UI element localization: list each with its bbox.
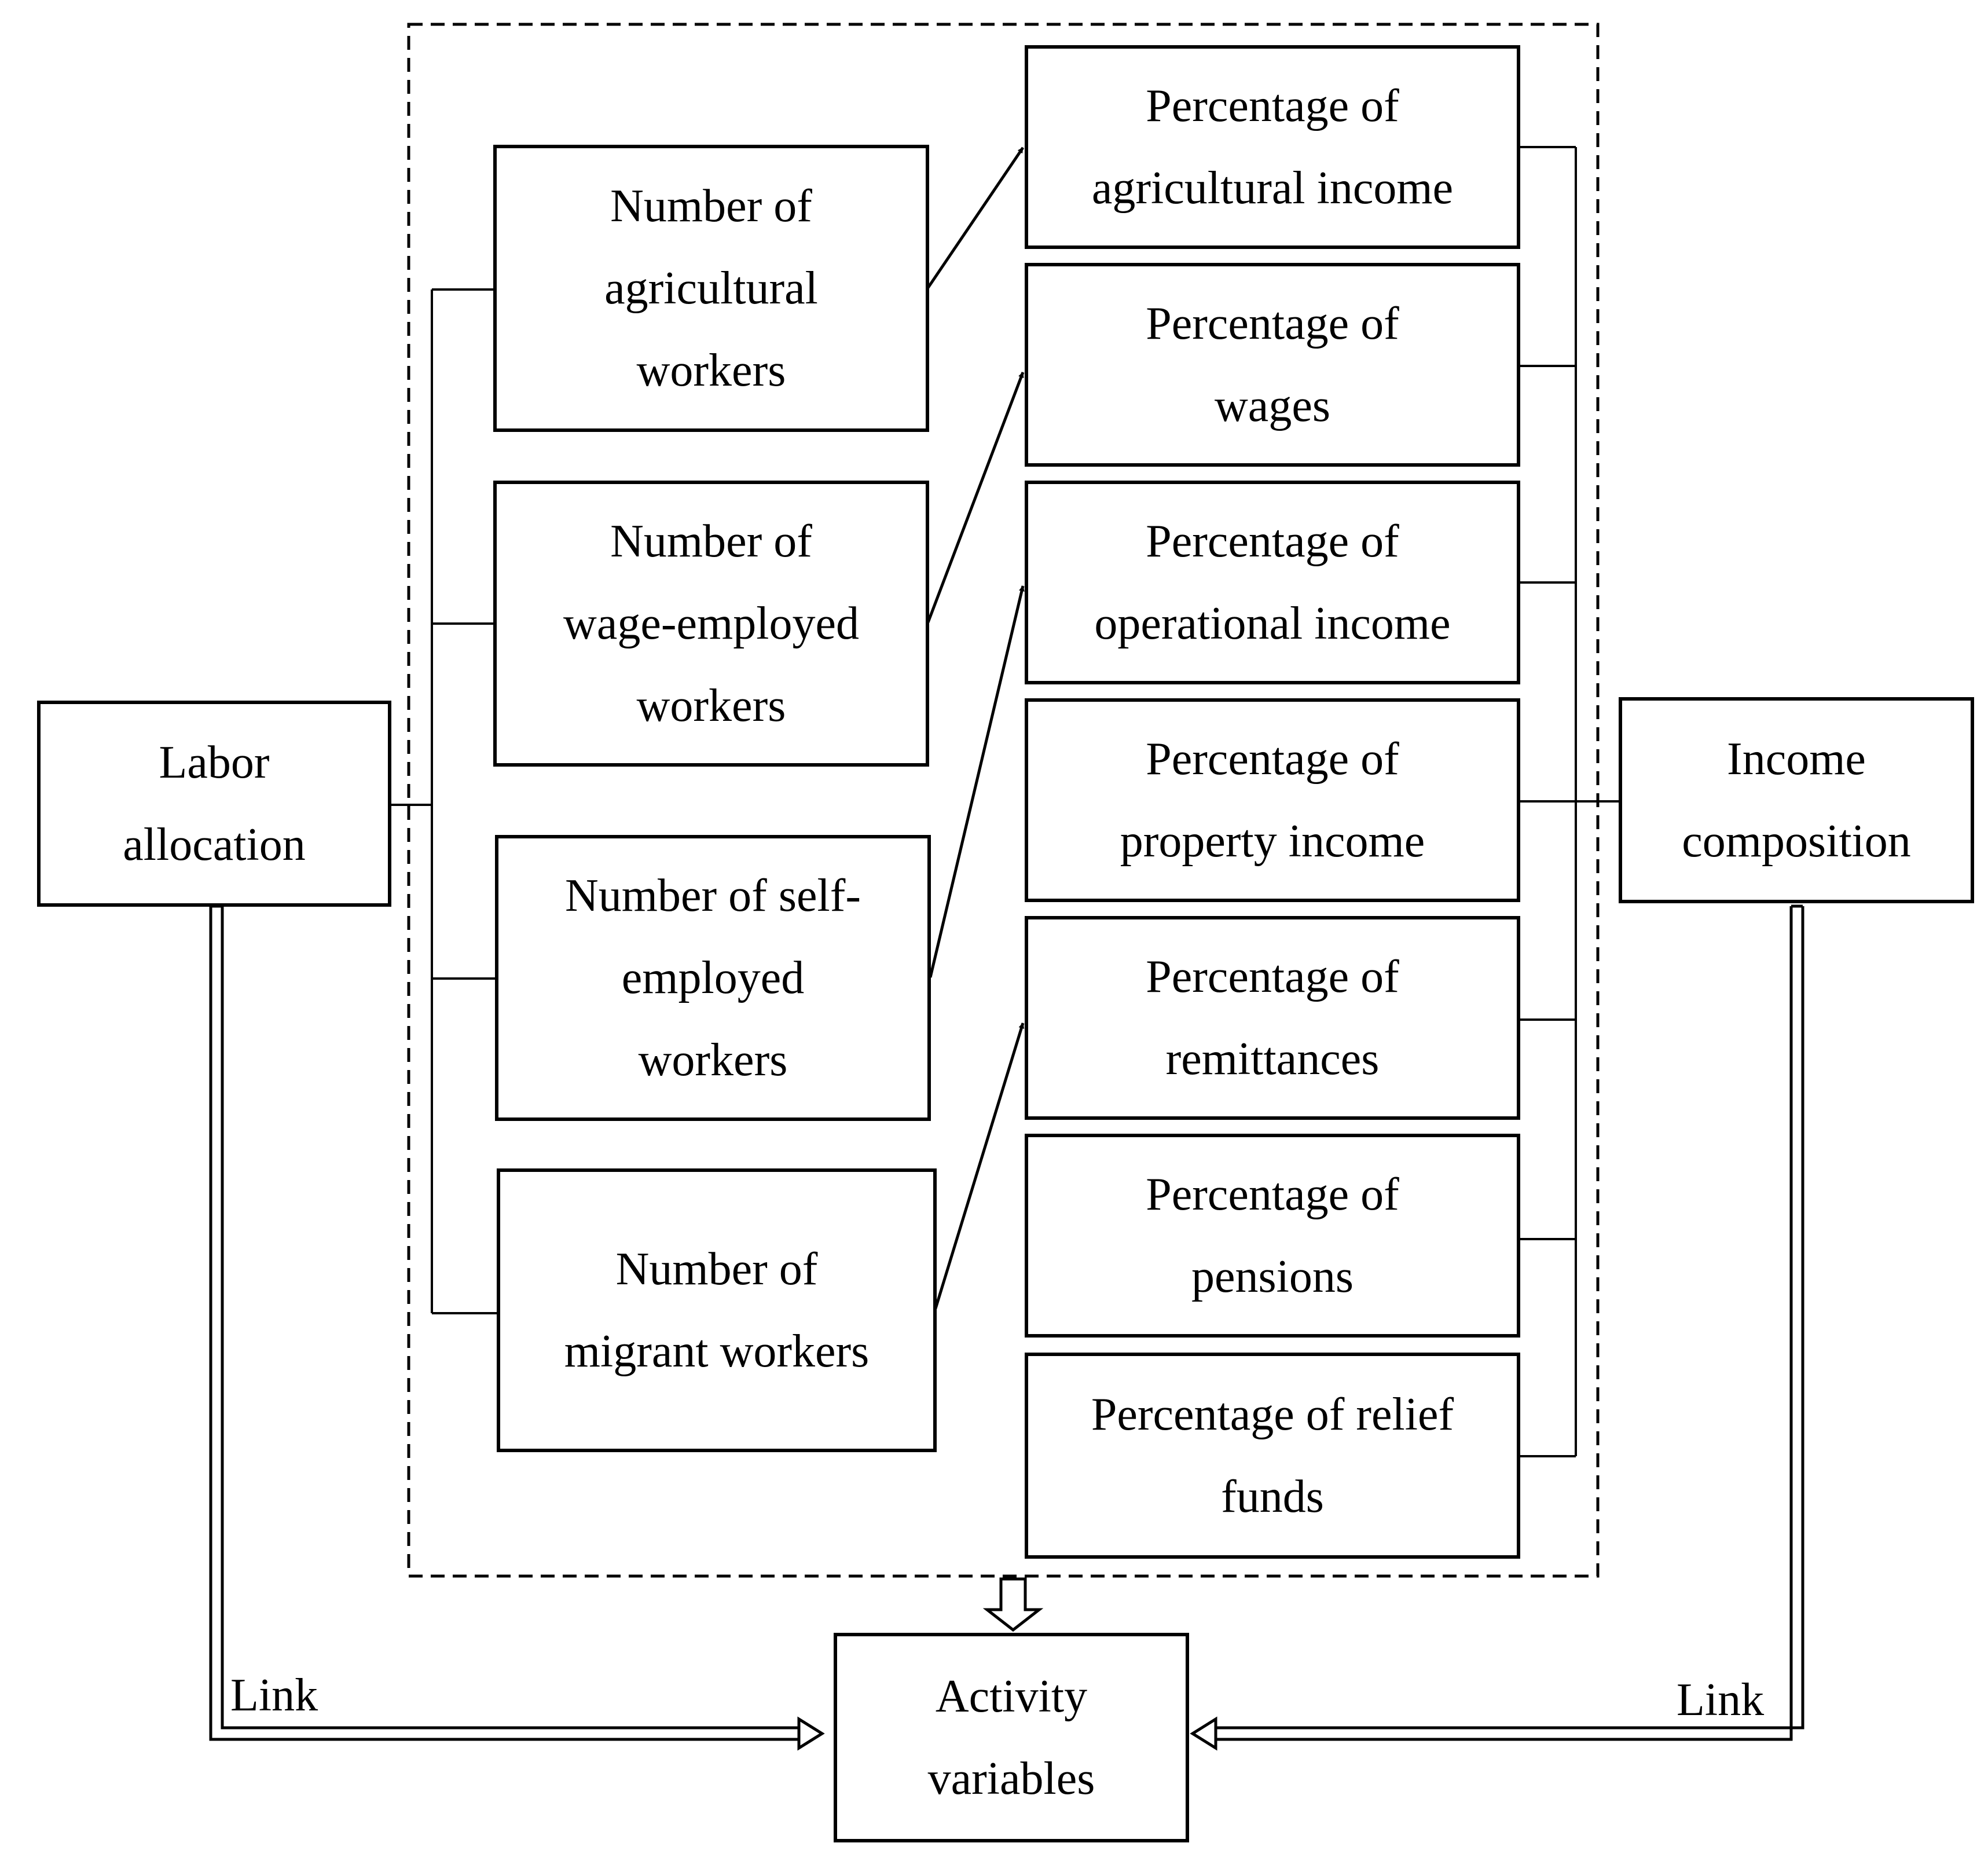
group-to-activity-arrow — [982, 1577, 1044, 1632]
income-type-box: Percentage of agricultural income — [1025, 45, 1520, 249]
income-type-label: Percentage of property income — [1120, 734, 1425, 867]
income-type-box: Percentage of wages — [1025, 263, 1520, 467]
labor-type-label: Number of agricultural workers — [604, 181, 818, 396]
income-type-box: Percentage of remittances — [1025, 916, 1520, 1120]
labor-type-box: Number of migrant workers — [497, 1168, 937, 1452]
income-composition-label: Income composition — [1682, 734, 1911, 867]
income-type-label: Percentage of agricultural income — [1091, 80, 1454, 214]
income-type-label: Percentage of relief funds — [1091, 1389, 1454, 1522]
income-bracket — [1519, 146, 1619, 1457]
labor-type-box: Number of wage-employed workers — [493, 481, 929, 767]
link-label-left: Link — [230, 1670, 318, 1721]
income-type-box: Percentage of relief funds — [1025, 1353, 1520, 1559]
income-type-box: Percentage of pensions — [1025, 1134, 1520, 1338]
labor-type-box: Number of agricultural workers — [493, 145, 929, 432]
income-type-box: Percentage of operational income — [1025, 481, 1520, 684]
labor-allocation-label: Labor allocation — [123, 737, 306, 870]
income-type-label: Percentage of wages — [1146, 298, 1399, 431]
income-composition-box: Income composition — [1619, 697, 1974, 903]
income-type-box: Percentage of property income — [1025, 698, 1520, 902]
activity-variables-box: Activity variables — [834, 1633, 1189, 1842]
labor-type-label: Number of migrant workers — [564, 1244, 870, 1377]
labor-bracket — [389, 288, 497, 1314]
income-type-label: Percentage of remittances — [1146, 951, 1399, 1084]
right-link-arrow — [1190, 904, 1804, 1751]
labor-type-label: Number of self- employed workers — [565, 870, 861, 1086]
activity-variables-label: Activity variables — [927, 1671, 1095, 1804]
income-type-label: Percentage of operational income — [1094, 516, 1451, 649]
labor-allocation-box: Labor allocation — [37, 701, 391, 907]
labor-type-label: Number of wage-employed workers — [563, 516, 859, 731]
labor-income-arrows — [926, 146, 1025, 1309]
labor-type-box: Number of self- employed workers — [495, 835, 931, 1121]
link-label-right: Link — [1677, 1675, 1765, 1725]
income-type-label: Percentage of pensions — [1146, 1169, 1399, 1302]
